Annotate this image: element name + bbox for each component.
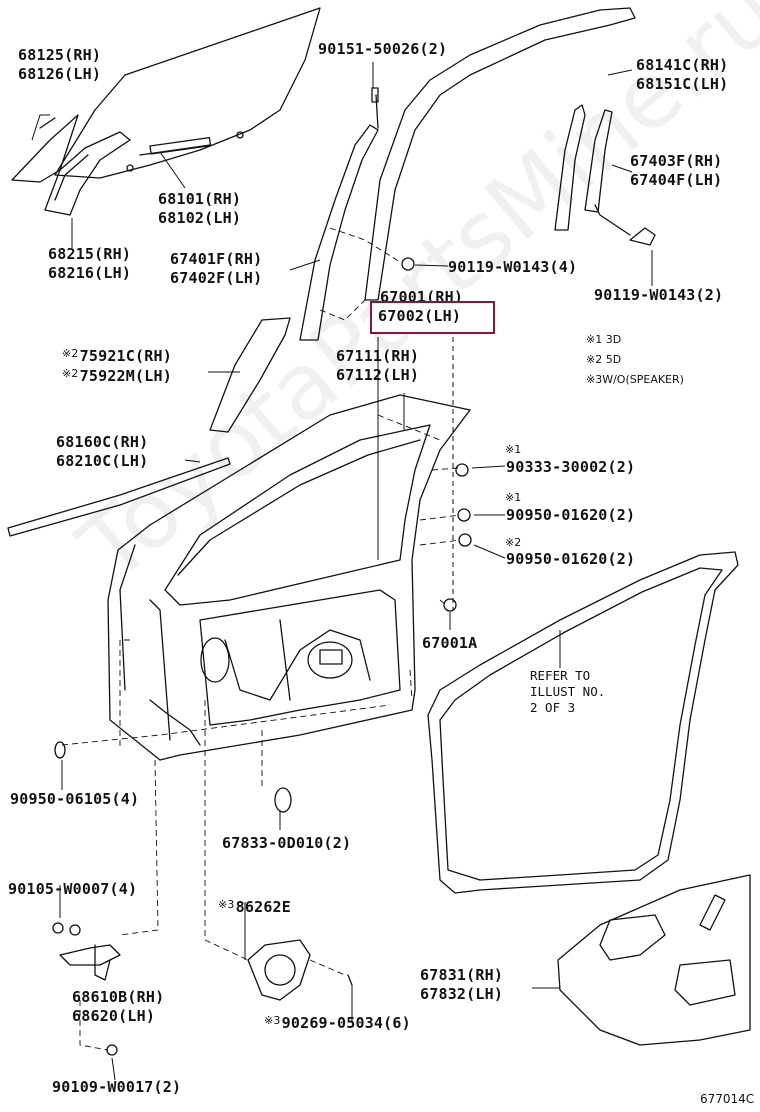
quarter-glass — [11, 114, 79, 183]
door-hinge — [59, 944, 121, 966]
part-label-68610b: 68610B(RH)68620(LH) — [72, 988, 165, 1025]
highlight-box[interactable] — [370, 301, 495, 334]
part-label-90151: 90151-50026(2) — [318, 40, 448, 58]
front-run-channel — [44, 131, 131, 216]
part-label-90950-c: 90950-06105(4) — [10, 790, 140, 808]
speaker — [247, 939, 311, 1001]
part-label-90119-b: 90119-W0143(2) — [594, 286, 724, 304]
part-label-67403f: 67403F(RH)67404F(LH) — [630, 152, 723, 189]
diagram-code: 677014C — [700, 1092, 755, 1106]
legend-2: ※2 5D — [586, 353, 622, 366]
legend-1: ※1 3D — [586, 333, 622, 346]
division-bar — [299, 124, 379, 341]
window-garnish — [209, 317, 291, 433]
part-label-90109: 90109-W0017(2) — [52, 1078, 182, 1096]
part-label-67831: 67831(RH)67832(LH) — [420, 966, 504, 1003]
part-label-68160c: 68160C(RH)68210C(LH) — [56, 433, 149, 470]
door-panel — [107, 394, 471, 761]
part-label-67111: 67111(RH)67112(LH) — [336, 347, 420, 384]
door-glass — [54, 7, 321, 179]
part-label-67002[interactable]: 67002(LH) — [378, 307, 462, 325]
door-weatherstrip — [427, 551, 739, 894]
part-label-68101: 68101(RH)68102(LH) — [158, 190, 242, 227]
mark-90333: ※1 — [505, 443, 522, 456]
door-trim-panel — [557, 874, 751, 1046]
part-label-68215: 68215(RH)68216(LH) — [48, 245, 132, 282]
rear-division-bar-1 — [554, 104, 586, 231]
rear-division-bar-2 — [584, 109, 613, 213]
part-label-90119-a: 90119-W0143(4) — [448, 258, 578, 276]
door-frame-sash — [364, 7, 636, 301]
part-label-90950-a: 90950-01620(2) — [506, 506, 636, 524]
part-label-68125: 68125(RH)68126(LH) — [18, 46, 102, 83]
belt-moulding — [7, 457, 231, 537]
part-label-90950-b: 90950-01620(2) — [506, 550, 636, 568]
mark-90950-b: ※2 — [505, 536, 522, 549]
part-label-67001a: 67001A — [422, 634, 478, 652]
part-label-75921c: ※275921C(RH)※275922M(LH) — [62, 347, 172, 385]
part-label-68141c: 68141C(RH)68151C(LH) — [636, 56, 729, 93]
part-label-67833: 67833-0D010(2) — [222, 834, 352, 852]
mark-90950-a: ※1 — [505, 491, 522, 504]
legend-3: ※3W/O(SPEAKER) — [586, 373, 684, 386]
part-label-67401f: 67401F(RH)67402F(LH) — [170, 250, 263, 287]
part-label-86262e: ※386262E — [218, 898, 292, 916]
part-label-90269: ※390269-05034(6) — [264, 1014, 411, 1032]
part-label-90105: 90105-W0007(4) — [8, 880, 138, 898]
part-label-90333: 90333-30002(2) — [506, 458, 636, 476]
